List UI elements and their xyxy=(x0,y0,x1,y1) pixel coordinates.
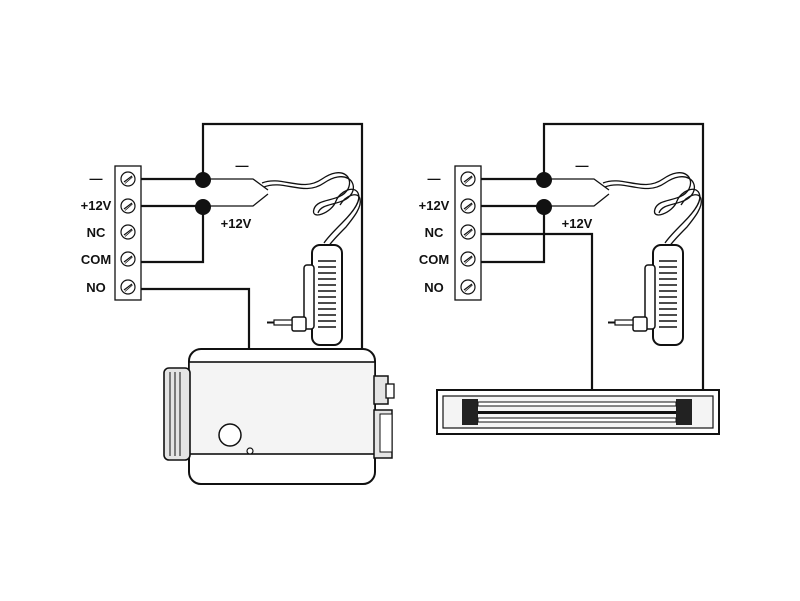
terminal-label-com: COM xyxy=(419,252,449,267)
power-adapter-icon xyxy=(261,171,362,346)
power-adapter-icon xyxy=(602,171,703,346)
terminal-label-12v: +12V xyxy=(81,198,112,213)
terminal-label-no: NO xyxy=(86,280,106,295)
terminal-block xyxy=(454,165,482,301)
wires-left xyxy=(141,122,364,350)
diagram-right: — +12V NC COM NO — +12V xyxy=(419,122,720,435)
magnetic-lock-icon xyxy=(436,389,720,435)
terminal-label-nc: NC xyxy=(87,225,106,240)
terminal-labels: — +12V NC COM NO xyxy=(419,171,450,295)
terminal-block xyxy=(114,165,142,301)
diagram-left: — +12V NC COM NO — +12V xyxy=(81,122,395,485)
junction-dot xyxy=(195,172,211,188)
terminal-label-no: NO xyxy=(424,280,444,295)
terminal-label-neg: — xyxy=(90,171,103,186)
adapter-pos-label: +12V xyxy=(562,216,593,231)
terminal-label-nc: NC xyxy=(425,225,444,240)
terminal-label-12v: +12V xyxy=(419,198,450,213)
terminal-label-neg: — xyxy=(428,171,441,186)
adapter-neg-label: — xyxy=(236,158,249,173)
terminal-label-com: COM xyxy=(81,252,111,267)
wires-right xyxy=(481,122,705,390)
junction-dot xyxy=(536,199,552,215)
junction-dot xyxy=(536,172,552,188)
electric-lock-icon xyxy=(163,348,395,485)
adapter-pos-label: +12V xyxy=(221,216,252,231)
junction-dot xyxy=(195,199,211,215)
terminal-labels: — +12V NC COM NO xyxy=(81,171,112,295)
adapter-neg-label: — xyxy=(576,158,589,173)
